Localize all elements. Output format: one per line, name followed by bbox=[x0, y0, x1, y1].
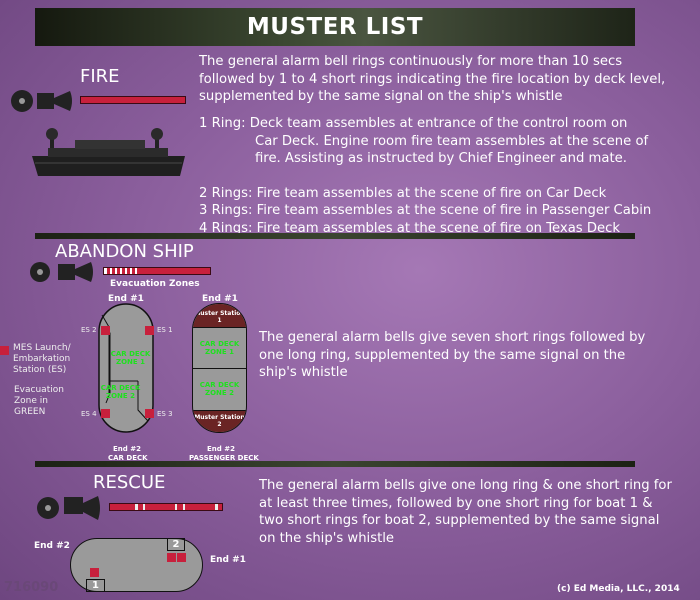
rescue-end2: End #2 bbox=[34, 541, 70, 551]
car-deck-zone-2: CAR DECK ZONE 2 bbox=[100, 384, 141, 400]
ship-icon bbox=[32, 128, 185, 176]
passenger-zone-2: CAR DECK ZONE 2 bbox=[199, 381, 240, 397]
es4-marker bbox=[101, 409, 110, 418]
es1-marker bbox=[145, 326, 154, 335]
boat2-marker-a bbox=[167, 553, 176, 562]
fire-heading: FIRE bbox=[80, 66, 120, 87]
bell-horn-icon bbox=[30, 262, 93, 282]
bell-horn-icon bbox=[11, 90, 72, 112]
car-deck-end2: End #2 bbox=[113, 445, 141, 453]
abandon-heading: ABANDON SHIP bbox=[55, 241, 194, 262]
es1-label: ES 1 bbox=[157, 326, 173, 334]
rescue-alarm-bar bbox=[109, 503, 223, 511]
boat-2: 2 bbox=[167, 538, 185, 551]
copyright: (c) Ed Media, LLC., 2014 bbox=[557, 584, 680, 594]
car-deck-name: CAR DECK bbox=[108, 454, 148, 462]
fire-ring-3: 3 Rings: Fire team assembles at the scen… bbox=[199, 203, 652, 218]
boat-1: 1 bbox=[86, 579, 105, 592]
mes-legend-swatch bbox=[0, 346, 9, 355]
passenger-deck-name: PASSENGER DECK bbox=[189, 454, 259, 462]
rescue-heading: RESCUE bbox=[93, 472, 166, 493]
passenger-deck-diagram: Muster Station 1 CAR DECK ZONE 1 CAR DEC… bbox=[192, 303, 247, 433]
boat1-marker bbox=[90, 568, 99, 577]
rescue-description: The general alarm bells give one long ri… bbox=[259, 478, 672, 546]
section-divider bbox=[35, 461, 635, 467]
image-id: 716090 bbox=[4, 580, 59, 595]
es3-marker bbox=[145, 409, 154, 418]
fire-ring-4: 4 Rings: Fire team assembles at the scen… bbox=[199, 221, 621, 236]
car-deck-zone-1: CAR DECK ZONE 1 bbox=[110, 350, 151, 366]
es2-label: ES 2 bbox=[81, 326, 97, 334]
muster-station-2: Muster Station 2 bbox=[193, 410, 246, 432]
fire-description: The general alarm bell rings continuousl… bbox=[199, 54, 666, 104]
es2-marker bbox=[101, 326, 110, 335]
es4-label: ES 4 bbox=[81, 410, 97, 418]
bell-horn-icon bbox=[37, 496, 100, 520]
passenger-deck-end1: End #1 bbox=[202, 294, 238, 304]
section-divider bbox=[35, 233, 635, 239]
muster-station-1: Muster Station 1 bbox=[193, 304, 246, 328]
passenger-deck-end2: End #2 bbox=[207, 445, 235, 453]
car-deck-diagram bbox=[98, 303, 154, 433]
mes-legend: MES Launch/ Embarkation Station (ES) bbox=[13, 343, 71, 375]
car-deck-end1: End #1 bbox=[108, 294, 144, 304]
zone-legend: Evacuation Zone in GREEN bbox=[14, 385, 64, 417]
abandon-description: The general alarm bells give seven short… bbox=[259, 330, 646, 380]
abandon-alarm-bar bbox=[103, 267, 211, 275]
fire-alarm-bar bbox=[80, 96, 186, 104]
boat2-marker-b bbox=[177, 553, 186, 562]
evacuation-zones-title: Evacuation Zones bbox=[110, 279, 200, 289]
passenger-zone-1: CAR DECK ZONE 1 bbox=[193, 328, 246, 369]
rescue-end1: End #1 bbox=[210, 555, 246, 565]
page-title: MUSTER LIST bbox=[35, 8, 635, 46]
es3-label: ES 3 bbox=[157, 410, 173, 418]
fire-ring-2: 2 Rings: Fire team assembles at the scen… bbox=[199, 186, 607, 201]
rescue-deck-diagram bbox=[70, 538, 203, 592]
fire-ring-1: 1 Ring: Deck team assembles at entrance … bbox=[199, 116, 649, 166]
